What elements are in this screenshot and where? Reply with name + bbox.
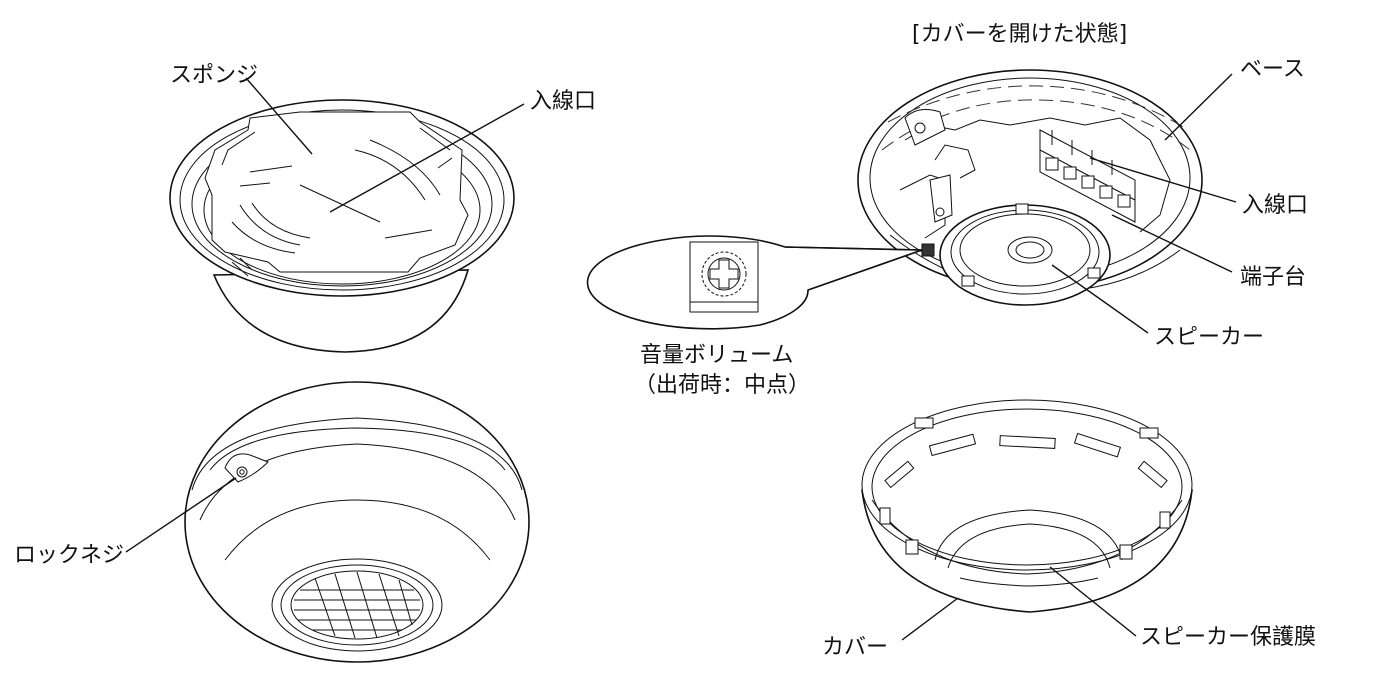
speaker-membrane-leader (1049, 566, 1137, 637)
speaker-clip-left (961, 275, 975, 287)
base-leader (1164, 73, 1233, 141)
speaker-clip-top (1015, 203, 1029, 215)
speaker-center (1007, 236, 1053, 264)
closed-unit-illustration (184, 381, 530, 663)
inlet-right-label: 入線口 (1242, 193, 1308, 218)
terminal-block-label: 端子台 (1240, 265, 1306, 290)
volume-note-label: （出荷時：中点） (634, 373, 810, 398)
cover-leader (901, 597, 959, 641)
lock-screw-boss (224, 453, 269, 483)
lock-screw-icon (236, 466, 248, 478)
inlet-left-label: 入線口 (530, 89, 596, 114)
volume-callout (586, 235, 923, 330)
sponge-unit-rim-inner (179, 109, 505, 291)
base-label: ベース (1240, 57, 1305, 82)
speaker-grille-ring (271, 558, 443, 652)
sponge-leader (245, 77, 313, 155)
sponge-unit-dome (212, 269, 470, 353)
speaker-membrane-label: スピーカー保護膜 (1140, 625, 1316, 650)
volume-cross-icon (709, 259, 739, 289)
volume-label: 音量ボリューム (640, 343, 793, 368)
terminal-block-leader (1111, 214, 1233, 273)
inlet-left-leader (329, 103, 525, 213)
speaker-clip-right (1087, 267, 1101, 279)
volume-knob-mark (921, 243, 935, 257)
speaker-leader (1051, 264, 1149, 334)
sponge-label: スポンジ (170, 63, 258, 88)
inlet-right-leader (1089, 157, 1237, 203)
sponge-unit-illustration (169, 99, 515, 353)
sponge-pad (204, 111, 469, 273)
speaker-label: スピーカー (1154, 325, 1264, 350)
cover-inner-bowl (934, 509, 1123, 561)
open-state-title: [カバーを開けた状態] (912, 22, 1127, 47)
closed-unit-outer (184, 381, 530, 663)
lock-screw-leader (125, 477, 237, 553)
speaker-grille (290, 570, 424, 640)
lock-screw-label: ロックネジ (14, 543, 124, 568)
open-unit-illustration (857, 69, 1203, 306)
cover-label: カバー (822, 635, 888, 660)
cover-illustration (861, 399, 1193, 613)
